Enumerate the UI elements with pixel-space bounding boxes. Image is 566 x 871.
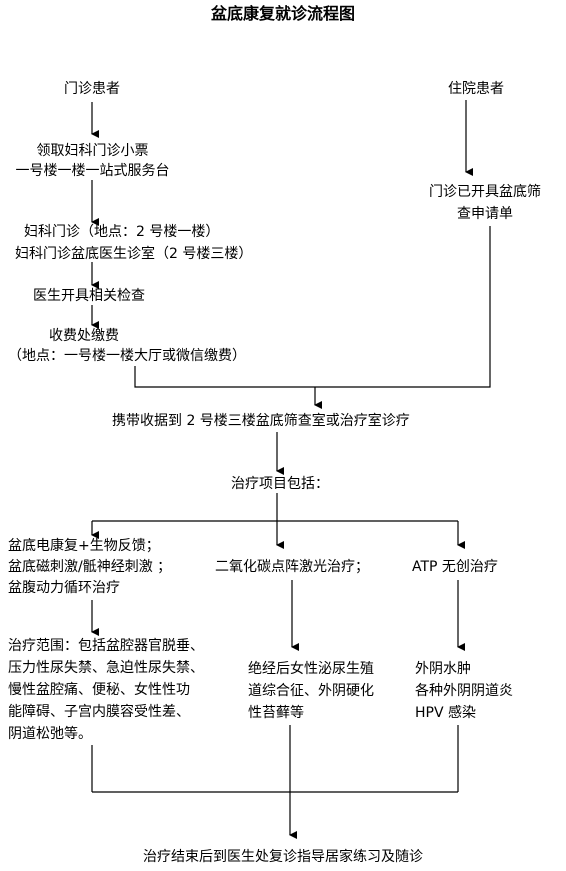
outpatient-step2-line1: 妇科门诊（地点：2 号楼一楼） [24, 224, 220, 240]
treatment3-scope-line2: 各种外阴阴道炎 [415, 683, 513, 699]
treatment1-scope-line4: 能障碍、子宫内膜容受性差、 [8, 704, 190, 720]
treatment2-scope-line1: 绝经后女性泌尿生殖 [248, 661, 374, 677]
treatment3-name: ATP 无创治疗 [412, 559, 498, 575]
inpatient-step1-line2: 查申请单 [457, 206, 513, 222]
outpatient-step4-line1: 收费处缴费 [49, 328, 119, 344]
page-title: 盆底康复就诊流程图 [210, 4, 355, 23]
outpatient-label: 门诊患者 [64, 81, 120, 97]
treatment3-scope-line3: HPV 感染 [415, 705, 476, 721]
treatment1-name-line3: 盆腹动力循环治疗 [8, 580, 120, 596]
inpatient-label: 住院患者 [448, 81, 504, 97]
treatment2-name: 二氧化碳点阵激光治疗； [215, 559, 369, 575]
inpatient-step1-line1: 门诊已开具盆底筛 [429, 184, 541, 200]
outpatient-step3: 医生开具相关检查 [33, 288, 145, 304]
treatment1-name-line1: 盆底电康复+生物反馈； [8, 538, 160, 554]
treatment1-scope-line3: 慢性盆腔痛、便秘、女性性功 [8, 682, 190, 698]
outpatient-step4-line2: （地点：一号楼一楼大厅或微信缴费） [8, 348, 246, 364]
outpatient-step1-line1: 领取妇科门诊小票 [36, 143, 149, 159]
treatment1-scope-line2: 压力性尿失禁、急迫性尿失禁、 [8, 660, 204, 676]
treatment1-name-line2: 盆底磁刺激/骶神经刺激 ； [8, 559, 172, 575]
treatment1-scope-line1: 治疗范围：包括盆腔器官脱垂、 [8, 638, 204, 654]
treatment2-scope-line3: 性苔藓等 [248, 705, 304, 721]
treatment3-scope-line1: 外阴水肿 [415, 661, 471, 677]
treatment-header: 治疗项目包括： [231, 476, 329, 492]
treatment1-scope-line5: 阴道松弛等。 [8, 726, 92, 742]
treatment2-scope-line2: 道综合征、外阴硬化 [248, 683, 374, 699]
outpatient-step1-line2: 一号楼一楼一站式服务台 [15, 163, 170, 179]
outpatient-step2-line2: 妇科门诊盆底医生诊室（2 号楼三楼） [15, 246, 253, 262]
merge-step: 携带收据到 2 号楼三楼盆底筛查室或治疗室诊疗 [112, 413, 410, 429]
final-step: 治疗结束后到医生处复诊指导居家练习及随诊 [143, 849, 423, 865]
